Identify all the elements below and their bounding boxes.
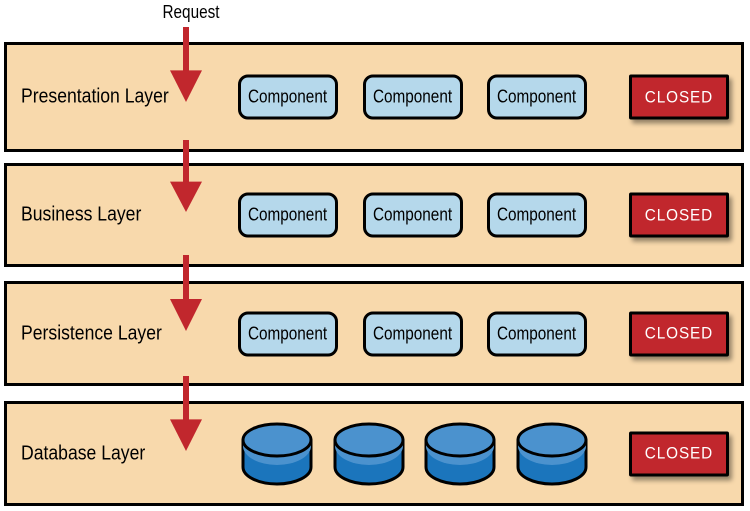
request-label: Request <box>162 2 220 22</box>
component-label: Component <box>497 323 577 343</box>
layer-business: Business Layer Component Component Compo… <box>4 163 744 267</box>
database-icon <box>333 422 405 486</box>
component-box: Component <box>363 311 463 356</box>
component-box: Component <box>487 74 587 120</box>
closed-badge: CLOSED <box>629 431 729 476</box>
component-box: Component <box>238 311 338 356</box>
closed-label: CLOSED <box>644 443 714 463</box>
component-label: Component <box>373 204 453 225</box>
down-arrow-icon <box>170 27 202 102</box>
component-label: Component <box>248 204 328 225</box>
component-box: Component <box>487 192 587 238</box>
database-icon <box>241 422 313 486</box>
down-arrow-icon <box>170 140 202 212</box>
component-box: Component <box>487 311 587 356</box>
component-box: Component <box>363 74 463 120</box>
closed-label: CLOSED <box>644 205 714 224</box>
component-label: Component <box>373 86 453 107</box>
layer-label: Persistence Layer <box>21 322 162 344</box>
database-icon <box>424 422 496 486</box>
closed-label: CLOSED <box>644 323 714 343</box>
closed-badge: CLOSED <box>629 192 729 238</box>
component-label: Component <box>497 86 577 107</box>
layer-persistence: Persistence Layer Component Component Co… <box>4 281 744 386</box>
down-arrow-icon <box>170 376 202 451</box>
layer-presentation: Presentation Layer Component Component C… <box>4 42 744 152</box>
closed-badge: CLOSED <box>629 311 729 356</box>
closed-badge: CLOSED <box>629 74 729 120</box>
layer-label: Database Layer <box>21 442 146 464</box>
component-label: Component <box>497 204 577 225</box>
component-label: Component <box>248 86 328 107</box>
component-box: Component <box>238 192 338 238</box>
down-arrow-icon <box>170 255 202 331</box>
layer-label: Presentation Layer <box>21 85 169 108</box>
component-box: Component <box>238 74 338 120</box>
layer-label: Business Layer <box>21 203 142 226</box>
component-label: Component <box>248 323 328 343</box>
component-label: Component <box>373 323 453 343</box>
database-icon <box>516 422 588 486</box>
layer-database: Database Layer CLOSED <box>4 401 744 506</box>
component-box: Component <box>363 192 463 238</box>
closed-label: CLOSED <box>644 87 714 106</box>
